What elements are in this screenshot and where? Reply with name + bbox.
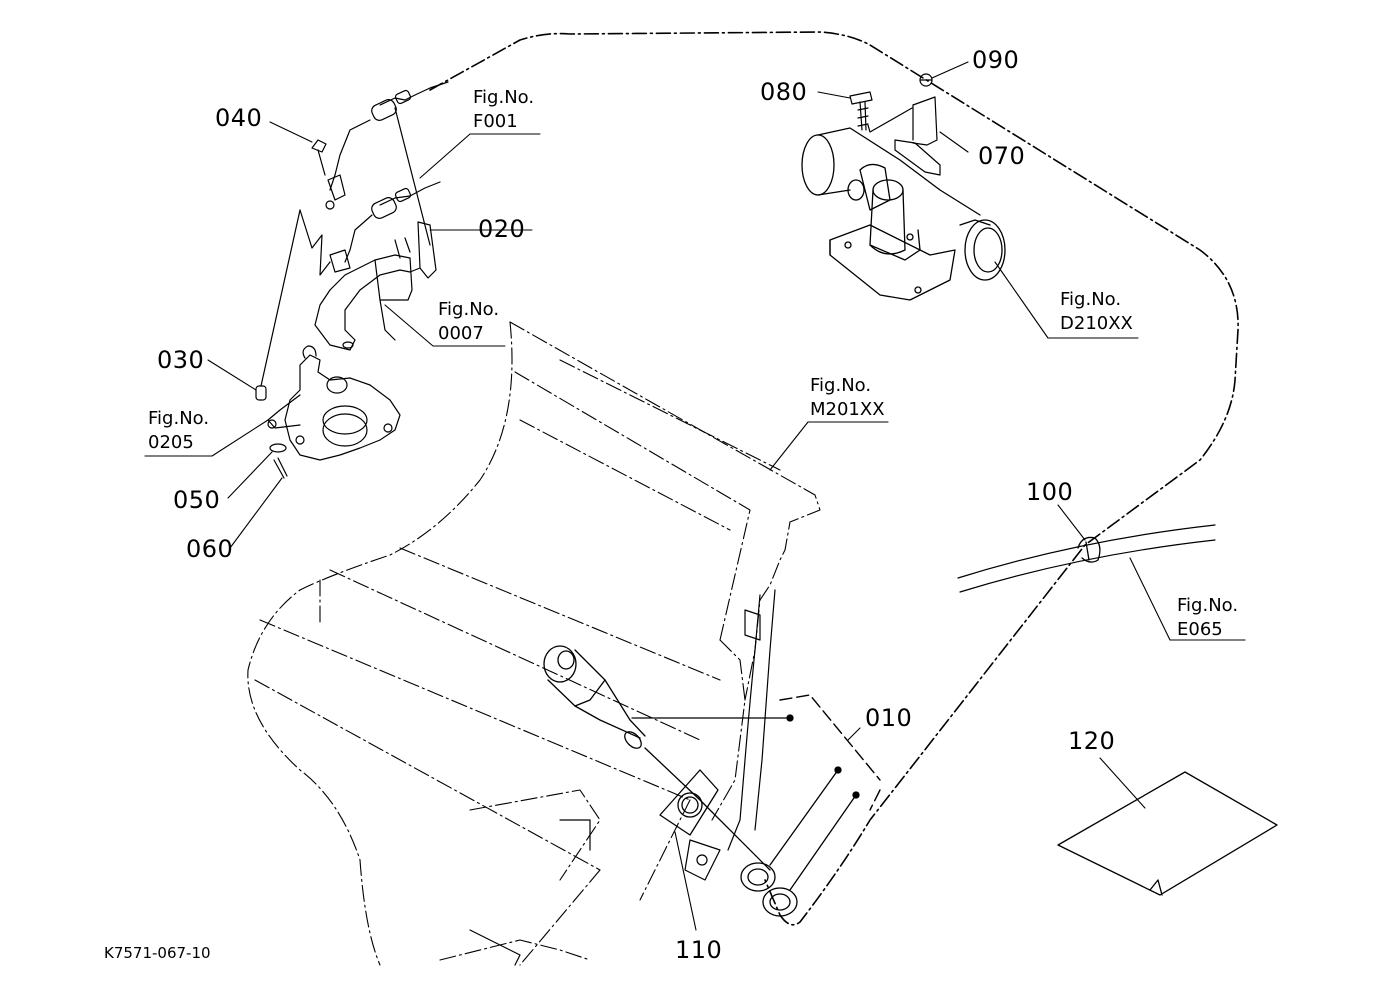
callout-030: 030 <box>157 346 205 374</box>
figure-ref-f001-number: F001 <box>473 111 518 132</box>
cable-clip <box>255 209 301 401</box>
figure-ref-m201xx-prefix: Fig.No. <box>810 375 872 396</box>
callout-070: 070 <box>978 142 1026 170</box>
callout-110: 110 <box>675 936 723 964</box>
callout-040: 040 <box>215 104 263 132</box>
break-line <box>299 209 331 276</box>
figure-ref-0205-number: 0205 <box>148 432 194 453</box>
panel-grommet <box>659 769 719 836</box>
figure-ref-e065-number: E065 <box>1177 619 1223 640</box>
cable-route-line <box>429 31 1239 926</box>
figure-ref-0007-prefix: Fig.No. <box>438 299 500 320</box>
washer-and-pin <box>269 443 288 479</box>
figure-ref-d210xx-number: D210XX <box>1060 313 1133 334</box>
callout-100: 100 <box>1026 478 1074 506</box>
drawing-code: K7571-067-10 <box>104 944 211 962</box>
cable-bracket <box>314 221 437 351</box>
figure-ref-m201xx-number: M201XX <box>810 399 885 420</box>
engine-manifold <box>801 127 1006 301</box>
figure-ref-0007: Fig.No. 0007 <box>438 298 499 346</box>
washers <box>740 769 857 917</box>
figure-ref-f001-prefix: Fig.No. <box>473 87 535 108</box>
figure-ref-0205: Fig.No. 0205 <box>148 407 209 455</box>
figure-ref-d210xx: Fig.No. D210XX <box>1060 288 1133 336</box>
wire-harness <box>957 524 1216 593</box>
tractor-body-outline <box>247 321 821 966</box>
figure-ref-m201xx: Fig.No. M201XX <box>810 374 885 422</box>
callout-050: 050 <box>173 486 221 514</box>
callout-010: 010 <box>865 704 913 732</box>
callout-090: 090 <box>972 46 1020 74</box>
instruction-sheet <box>1057 771 1278 896</box>
callout-080: 080 <box>760 78 808 106</box>
throttle-knob <box>543 645 791 871</box>
callout-060: 060 <box>186 535 234 563</box>
governor-lever-assembly <box>267 345 401 461</box>
cable-ends <box>311 81 449 273</box>
figure-ref-d210xx-prefix: Fig.No. <box>1060 289 1122 310</box>
figure-ref-e065-prefix: Fig.No. <box>1177 595 1239 616</box>
part-010-bracket <box>779 694 881 811</box>
stay-bolt-nut <box>849 73 941 176</box>
callout-020: 020 <box>478 215 526 243</box>
figure-ref-0205-prefix: Fig.No. <box>148 408 210 429</box>
figure-ref-0007-number: 0007 <box>438 323 484 344</box>
leader-lines <box>144 61 1246 931</box>
figure-ref-f001: Fig.No. F001 <box>473 86 534 134</box>
callout-120: 120 <box>1068 727 1116 755</box>
frame-edges <box>469 589 776 966</box>
figure-ref-e065: Fig.No. E065 <box>1177 594 1238 642</box>
